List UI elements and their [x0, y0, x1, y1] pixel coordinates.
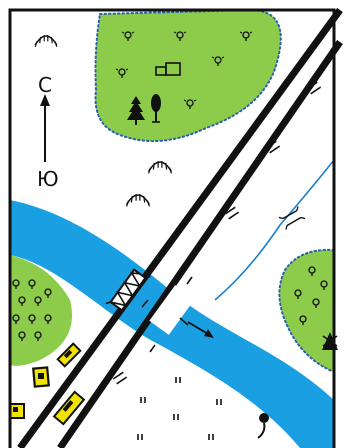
compass-south-label: Ю: [37, 167, 59, 191]
forest-area-north: [94, 8, 282, 143]
ruin-symbol: [155, 62, 181, 76]
deciduous-tree-symbol: [151, 94, 161, 123]
well-symbol: [257, 413, 269, 439]
stream: [214, 159, 335, 301]
coniferous-tree-symbol: [127, 96, 145, 125]
north-arrow: [40, 94, 50, 162]
settlement-buildings: [9, 342, 86, 426]
bridge-symbol: [105, 268, 151, 312]
compass-north-label: С: [38, 73, 52, 97]
bridge-symbol: [141, 276, 195, 353]
road-west: [17, 7, 343, 448]
orchard-area-west: [10, 255, 72, 366]
flow-direction-arrow: [187, 321, 214, 338]
map-frame: [8, 8, 336, 448]
road-east: [57, 40, 343, 448]
orchard-area-east: [278, 248, 335, 374]
footbridge-symbol: [278, 206, 306, 230]
